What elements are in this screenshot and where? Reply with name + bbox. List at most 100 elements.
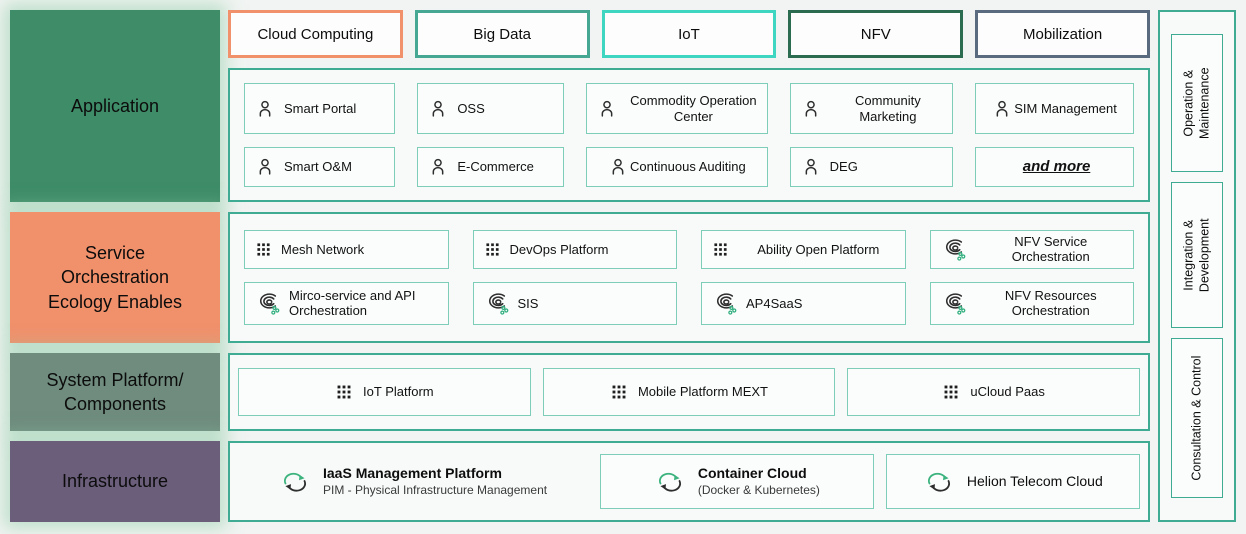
orchestration-swirl-icon — [488, 293, 509, 315]
infra-item-iaas-management-platform: IaaS Management Platform PIM - Physical … — [238, 454, 588, 509]
platform-item-ucloud-paas: uCloud Paas — [847, 368, 1140, 416]
service-item-label: Ability Open Platform — [757, 241, 880, 257]
service-item-ap4saas: AP4SaaS — [701, 281, 906, 325]
app-item-label: Smart Portal — [284, 100, 357, 116]
infra-item-title: Helion Telecom Cloud — [966, 472, 1103, 489]
app-item-label: SIM Management — [1014, 100, 1117, 116]
app-item-label: Commodity Operation Center — [630, 92, 757, 124]
service-item-label: Mirco-service and API Orchestration — [289, 287, 416, 319]
vertical-label-line: Consultation & Control — [1189, 355, 1204, 481]
platform-item-label: Mobile Platform MEXT — [637, 384, 769, 400]
vertical-label-line: Maintenance — [1198, 67, 1213, 139]
app-item-sim-management: SIM Management — [975, 83, 1134, 135]
person-icon — [612, 158, 624, 175]
person-icon — [432, 100, 444, 117]
service-item-label: NFV Resources Orchestration — [1004, 287, 1097, 319]
service-item-label: Mesh Network — [281, 241, 365, 257]
app-item-smart-portal: Smart Portal — [244, 83, 396, 135]
platform-item-iot-platform: IoT Platform — [238, 368, 531, 416]
platform-item-mobile-platform-mext: Mobile Platform MEXT — [542, 368, 836, 416]
app-item-label: Continuous Auditing — [630, 159, 746, 175]
infra-item-container-cloud: Container Cloud (Docker & Kubernetes) — [600, 454, 874, 509]
cloud-sync-icon — [283, 472, 306, 492]
service-item-ability-open-platform: Ability Open Platform — [701, 230, 906, 269]
infra-item-text: IaaS Management Platform PIM - Physical … — [323, 465, 547, 498]
layer-label-system-platform: System Platform/ Components — [10, 353, 220, 431]
person-icon — [259, 100, 271, 117]
chip-big-data: Big Data — [414, 10, 590, 58]
app-item-and-more: and more — [975, 147, 1134, 187]
chip-iot: IoT — [601, 10, 777, 58]
service-item-mesh-network: Mesh Network — [244, 230, 449, 269]
infra-item-text: Helion Telecom Cloud — [967, 473, 1103, 491]
app-item-oss: OSS — [417, 83, 565, 135]
app-item-e-commerce: E-Commerce — [417, 147, 565, 187]
app-grid-icon — [612, 385, 626, 399]
app-grid-icon — [257, 243, 270, 256]
app-item-label: OSS — [457, 100, 485, 116]
orchestration-swirl-icon — [945, 293, 966, 315]
chip-mobilization: Mobilization — [975, 10, 1150, 58]
infrastructure-section: IaaS Management Platform PIM - Physical … — [228, 441, 1150, 522]
service-orchestration-section: Mesh Network DevOps Platform Ability Ope… — [228, 212, 1150, 343]
app-item-label: Community Marketing — [855, 92, 921, 124]
infra-item-helion-telecom-cloud: Helion Telecom Cloud — [885, 454, 1140, 509]
service-item-nfv-resources-orchestration: NFV Resources Orchestration — [929, 281, 1134, 325]
app-item-deg: DEG — [789, 147, 954, 187]
person-icon — [601, 100, 613, 117]
app-item-label: E-Commerce — [457, 159, 534, 175]
side-service-consultation-control: Consultation & Control — [1171, 338, 1223, 498]
orchestration-swirl-icon — [259, 293, 280, 315]
application-section: Smart Portal OSS Commodity Operation Cen… — [228, 68, 1150, 202]
service-item-label: AP4SaaS — [746, 295, 803, 311]
system-platform-section: IoT Platform Mobile Platform MEXT uCloud… — [228, 353, 1150, 431]
cloud-sync-icon — [927, 472, 950, 492]
chip-cloud-computing: Cloud Computing — [228, 10, 403, 58]
app-item-smart-om: Smart O&M — [244, 147, 396, 187]
app-item-label: DEG — [829, 159, 858, 175]
service-item-label: DevOps Platform — [509, 241, 609, 257]
vertical-label-line: Integration & — [1181, 219, 1196, 291]
side-service-operation-maintenance: Operation & Maintenance — [1171, 34, 1223, 172]
service-item-sis: SIS — [472, 281, 677, 325]
person-icon — [259, 158, 271, 175]
app-item-community-marketing: Community Marketing — [789, 83, 954, 135]
infra-item-subtitle: PIM - Physical Infrastructure Management — [323, 482, 548, 497]
service-item-nfv-service-orchestration: NFV Service Orchestration — [929, 230, 1134, 269]
service-item-label: NFV Service Orchestration — [1011, 233, 1090, 265]
vertical-label: Operation & Maintenance — [1181, 67, 1214, 139]
vertical-label: Integration & Development — [1181, 218, 1214, 292]
technology-chip-row: Cloud Computing Big Data IoT NFV Mobiliz… — [228, 10, 1150, 58]
service-item-label: SIS — [517, 295, 539, 311]
platform-item-label: uCloud Paas — [970, 384, 1045, 400]
person-icon — [996, 100, 1008, 117]
layer-label-service-orchestration: Service Orchestration Ecology Enables — [10, 212, 220, 343]
vertical-label-line: Development — [1198, 218, 1212, 292]
orchestration-swirl-icon — [945, 239, 966, 261]
platform-item-label: IoT Platform — [363, 384, 434, 400]
person-icon — [805, 100, 817, 117]
layer-label-application: Application — [10, 10, 220, 202]
right-services-panel: Operation & Maintenance Integration & De… — [1158, 10, 1236, 522]
app-grid-icon — [944, 385, 958, 399]
person-icon — [432, 158, 444, 175]
app-item-label: Smart O&M — [284, 159, 352, 175]
app-grid-icon — [337, 385, 351, 399]
infra-item-title: Container Cloud — [697, 465, 807, 482]
service-item-devops-platform: DevOps Platform — [472, 230, 677, 269]
vertical-label-line: Operation & — [1181, 69, 1196, 137]
side-service-integration-development: Integration & Development — [1171, 182, 1223, 328]
cloud-sync-icon — [658, 472, 681, 492]
infra-item-text: Container Cloud (Docker & Kubernetes) — [698, 465, 820, 498]
vertical-label: Consultation & Control — [1189, 355, 1205, 480]
app-item-commodity-operation-center: Commodity Operation Center — [586, 83, 768, 135]
app-grid-icon — [485, 243, 499, 256]
service-item-micro-service-api-orchestration: Mirco-service and API Orchestration — [244, 281, 449, 325]
person-icon — [805, 158, 817, 175]
infra-item-subtitle: (Docker & Kubernetes) — [697, 482, 820, 497]
app-item-label: and more — [1022, 158, 1091, 176]
chip-nfv: NFV — [788, 10, 964, 58]
infra-item-title: IaaS Management Platform — [323, 465, 502, 482]
orchestration-swirl-icon — [716, 293, 737, 315]
